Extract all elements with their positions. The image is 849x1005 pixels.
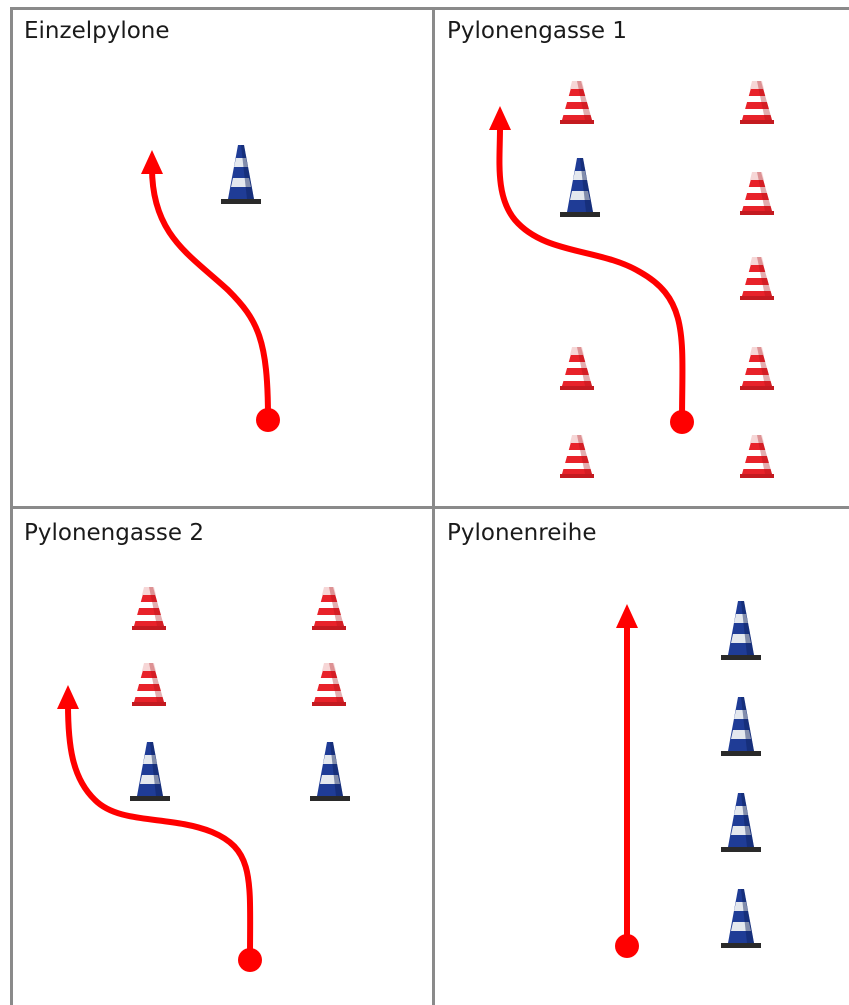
traffic-cone-icon: [132, 663, 166, 706]
traffic-cone-icon: [721, 697, 761, 756]
start-dot-icon: [670, 410, 694, 434]
panel-pylonenreihe-art: [615, 601, 761, 958]
start-dot-icon: [615, 934, 639, 958]
panel-title: Einzelpylone: [24, 18, 170, 44]
grid-divider-horizontal: [10, 506, 849, 509]
panel-title: Pylonengasse 1: [447, 18, 628, 44]
panel-title: Pylonenreihe: [447, 520, 597, 546]
traffic-cone-icon: [740, 81, 774, 124]
traffic-cone-icon: [740, 347, 774, 390]
traffic-cone-icon: [560, 347, 594, 390]
path-arrow-icon: [489, 106, 511, 130]
start-dot-icon: [238, 948, 262, 972]
traffic-cone-icon: [721, 793, 761, 852]
path-arrow-icon: [616, 604, 638, 628]
traffic-cone-icon: [310, 742, 350, 801]
start-dot-icon: [256, 408, 280, 432]
traffic-cone-icon: [721, 601, 761, 660]
traffic-cone-icon: [312, 663, 346, 706]
grid-border-top: [10, 7, 849, 10]
panel-einzelpylone-art: [141, 145, 280, 432]
driving-path: [149, 165, 271, 421]
traffic-cone-icon: [560, 435, 594, 478]
driving-path: [65, 701, 254, 961]
driving-path: [496, 125, 686, 425]
traffic-cone-icon: [740, 435, 774, 478]
traffic-cone-icon: [740, 172, 774, 215]
path-arrow-icon: [141, 150, 163, 174]
panel-pylonengasse-1-art: [489, 81, 774, 478]
traffic-cone-icon: [740, 257, 774, 300]
traffic-cone-icon: [130, 742, 170, 801]
panel-title: Pylonengasse 2: [24, 520, 205, 546]
traffic-cone-icon: [560, 158, 600, 217]
traffic-cone-icon: [560, 81, 594, 124]
panel-pylonengasse-2-art: [57, 587, 350, 972]
traffic-cone-icon: [312, 587, 346, 630]
traffic-cone-icon: [221, 145, 261, 204]
traffic-cone-icon: [721, 889, 761, 948]
path-arrow-icon: [57, 685, 79, 709]
traffic-cone-icon: [132, 587, 166, 630]
